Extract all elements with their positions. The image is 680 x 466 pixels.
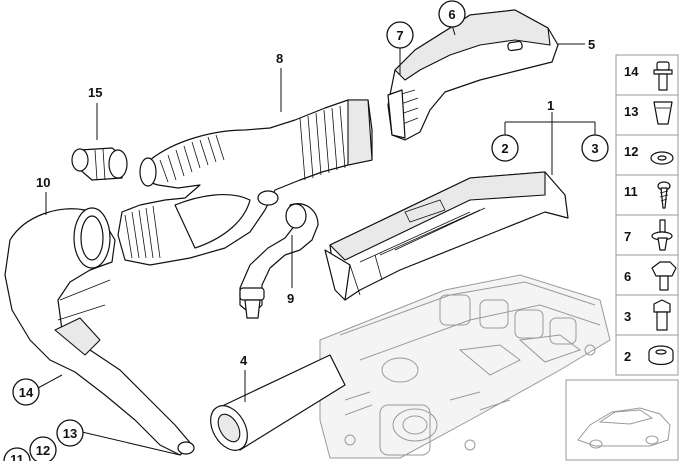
callout-12: 12 (29, 436, 57, 464)
callout-7: 7 (386, 21, 414, 49)
screw-icon: 11 (624, 181, 671, 209)
grommet-icon: 2 (624, 345, 674, 366)
breather-hose (239, 203, 319, 319)
svg-text:2: 2 (501, 141, 508, 156)
svg-text:3: 3 (591, 141, 598, 156)
svg-text:12: 12 (36, 443, 50, 458)
corrugated-intake-hose (117, 99, 373, 266)
svg-text:13: 13 (63, 426, 77, 441)
hardware-legend: 14 13 12 11 7 (615, 54, 679, 376)
svg-text:7: 7 (396, 28, 403, 43)
callout-5: 5 (588, 37, 595, 52)
callout-6: 6 (438, 0, 466, 28)
svg-text:8: 8 (276, 51, 283, 66)
svg-text:6: 6 (624, 269, 631, 284)
bolt-flanged-icon: 14 (624, 61, 673, 91)
hose-coupling (71, 147, 128, 181)
svg-text:9: 9 (287, 291, 294, 306)
callout-10: 10 (36, 175, 50, 190)
callout-13: 13 (56, 419, 84, 447)
callout-1: 1 (547, 98, 554, 113)
svg-text:6: 6 (448, 7, 455, 22)
callout-14: 14 (12, 378, 40, 406)
air-intake-duct (387, 9, 559, 141)
clip-nut-icon: 13 (624, 101, 673, 125)
svg-text:12: 12 (624, 144, 638, 159)
svg-text:11: 11 (624, 184, 638, 199)
svg-text:5: 5 (588, 37, 595, 52)
hex-bolt-icon: 6 (624, 261, 677, 291)
engine-cover-panel (324, 171, 569, 301)
vehicle-thumbnail (565, 379, 679, 461)
callout-15: 15 (88, 85, 102, 100)
callout-2: 2 (491, 134, 519, 162)
svg-text:10: 10 (36, 175, 50, 190)
callout-3: 3 (581, 134, 609, 162)
svg-text:4: 4 (240, 353, 248, 368)
svg-text:7: 7 (624, 229, 631, 244)
intake-pipe (4, 207, 195, 456)
cylinder-head-cover (319, 274, 611, 459)
hex-screw-icon: 3 (624, 299, 671, 331)
svg-text:15: 15 (88, 85, 102, 100)
washer-icon: 12 (624, 144, 674, 165)
callout-9: 9 (287, 291, 294, 306)
svg-text:3: 3 (624, 309, 631, 324)
callout-8: 8 (276, 51, 283, 66)
svg-text:2: 2 (624, 349, 631, 364)
svg-text:13: 13 (624, 104, 638, 119)
svg-text:11: 11 (10, 452, 24, 461)
push-rivet-icon: 7 (624, 219, 673, 251)
svg-text:14: 14 (624, 64, 639, 79)
callout-4: 4 (240, 353, 248, 368)
svg-text:14: 14 (19, 385, 34, 400)
svg-text:1: 1 (547, 98, 554, 113)
air-filter-tube (210, 354, 346, 451)
callout-11: 11 (3, 447, 31, 466)
